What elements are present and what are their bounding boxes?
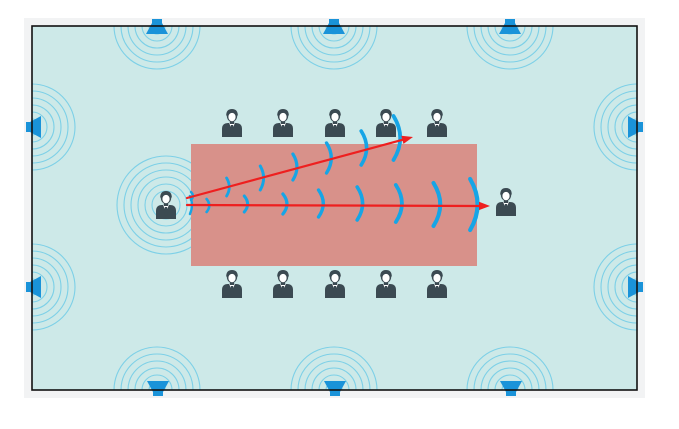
- person-icon-top-5: [427, 109, 447, 137]
- beam-arc-straight-7: [393, 183, 404, 224]
- person-icon-bottom-4: [376, 270, 396, 298]
- beam-arc-straight-6: [355, 185, 365, 222]
- voice-direction-arrow-to-participant: [185, 135, 413, 200]
- voice-direction-arrow-to-listener: [185, 201, 490, 211]
- person-icon-bottom-2: [273, 270, 293, 298]
- person-icon-presenter: [156, 191, 176, 219]
- beam-arc-angled-4: [291, 152, 299, 182]
- beam-arc-straight-8: [431, 181, 443, 228]
- person-icon-top-4: [376, 109, 396, 137]
- meeting-participants: [156, 109, 516, 298]
- beam-arc-straight-5: [316, 188, 325, 219]
- person-icon-bottom-1: [222, 270, 242, 298]
- person-icon-bottom-5: [427, 270, 447, 298]
- person-icon-top-3: [325, 109, 345, 137]
- person-icon-top-2: [273, 109, 293, 137]
- beam-arc-straight-4: [281, 192, 289, 216]
- room-border: [31, 25, 638, 391]
- beam-arc-straight-3: [242, 194, 250, 214]
- person-icon-top-1: [222, 109, 242, 137]
- beam-arc-angled-7: [391, 114, 403, 162]
- beam-arc-straight-9: [468, 176, 480, 233]
- voice-direction-arrows: [185, 135, 490, 211]
- person-icon-listener: [496, 188, 516, 216]
- person-icon-bottom-3: [325, 270, 345, 298]
- beam-arc-angled-6: [359, 129, 369, 167]
